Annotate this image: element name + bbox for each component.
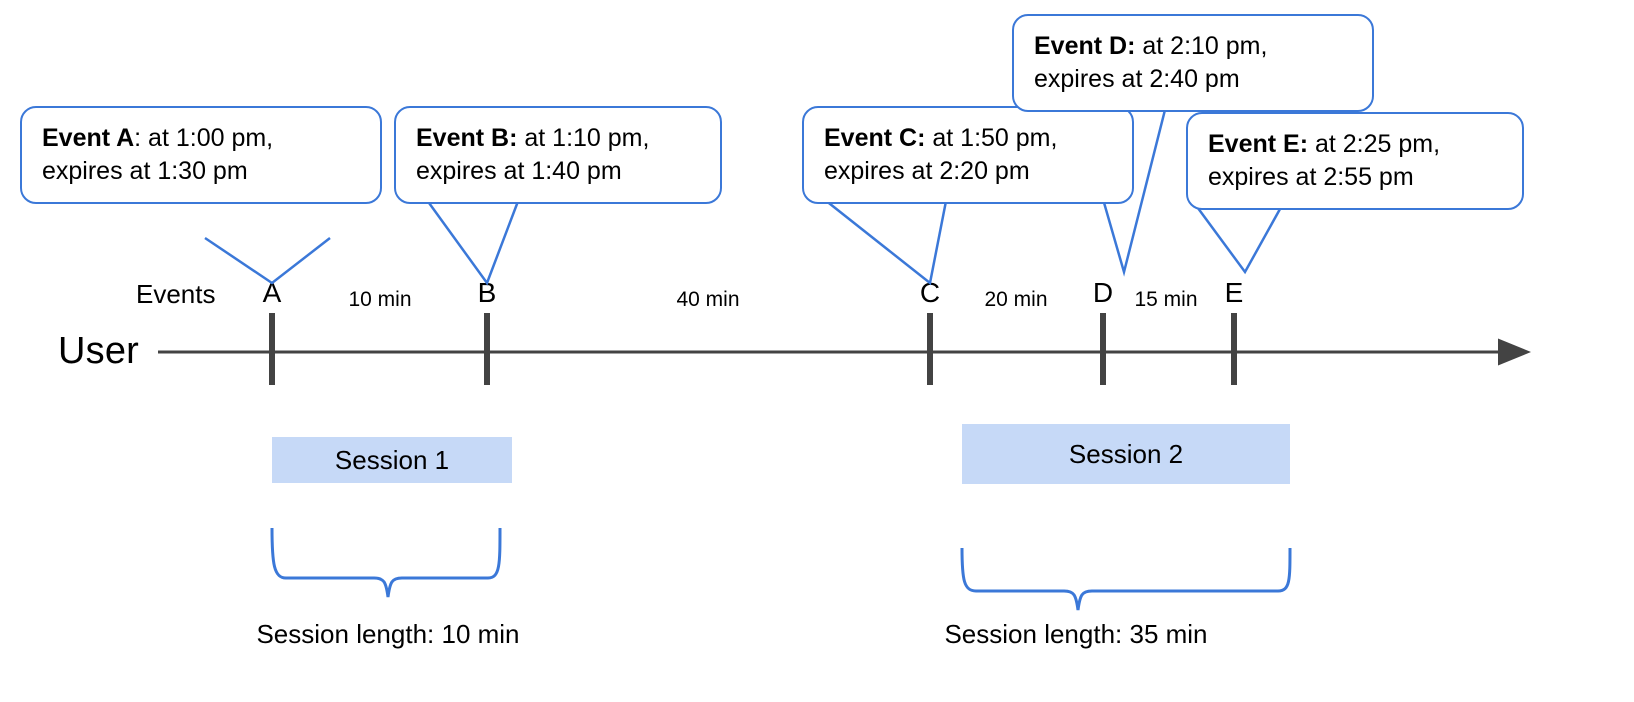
callout-line2-b: expires at 1:40 pm: [416, 157, 622, 185]
callout-line2-e: expires at 2:55 pm: [1208, 163, 1414, 191]
callout-event-c[interactable]: Event C: at 1:50 pm, expires at 2:20 pm: [802, 106, 1134, 204]
session-bar-2[interactable]: Session 2: [962, 424, 1290, 484]
callout-tail-c: [819, 195, 949, 286]
callout-line2-d: expires at 2:40 pm: [1034, 65, 1240, 93]
callout-line2-c: expires at 2:20 pm: [824, 157, 1030, 185]
callout-event-b[interactable]: Event B: at 1:10 pm, expires at 1:40 pm: [394, 106, 722, 204]
callout-label-b: Event B: [416, 124, 510, 152]
session-bar-2-label: Session 2: [1068, 438, 1184, 469]
gap-label-a-b: 10 min: [348, 288, 412, 311]
callout-line1-d: at 2:10 pm,: [1135, 32, 1268, 60]
gap-label-c-d: 20 min: [984, 288, 1048, 311]
callout-line2-a: expires at 1:30 pm: [42, 157, 248, 185]
tick-label-b: B: [477, 277, 497, 308]
session-1-caption: Session length: 10 min: [256, 619, 520, 649]
callout-sep-b: :: [509, 124, 518, 152]
tick-label-e: E: [1224, 277, 1244, 308]
callout-label-e: Event E: [1208, 130, 1300, 158]
callout-event-a[interactable]: Event A: at 1:00 pm, expires at 1:30 pm: [20, 106, 382, 204]
callout-sep-c: :: [917, 124, 926, 152]
tick-label-d: D: [1092, 277, 1114, 308]
axis-row-label-user: User: [58, 330, 140, 372]
tick-label-a: A: [262, 277, 282, 308]
brace-session-2: [960, 547, 1292, 611]
callout-line1-b: at 1:10 pm,: [517, 124, 650, 152]
callout-tail-b: [422, 195, 522, 286]
callout-sep-a: :: [134, 124, 142, 152]
session-2-caption: Session length: 35 min: [944, 619, 1208, 649]
callout-sep-d: :: [1127, 32, 1136, 60]
brace-session-1: [270, 527, 502, 598]
gap-label-d-e: 15 min: [1134, 288, 1198, 311]
session-bar-1-label: Session 1: [334, 444, 450, 475]
callout-sep-e: :: [1299, 130, 1309, 158]
callout-tail-e: [1190, 199, 1287, 275]
callout-label-d: Event D: [1034, 32, 1128, 60]
gap-label-b-c: 40 min: [676, 288, 740, 311]
callout-line1-e: at 2:25 pm,: [1308, 130, 1441, 158]
callout-tail-a: [204, 236, 331, 285]
callout-label-c: Event C: [824, 124, 918, 152]
callout-line1-a: at 1:00 pm,: [141, 124, 274, 152]
tick-label-c: C: [919, 277, 941, 308]
callout-event-e[interactable]: Event E: at 2:25 pm, expires at 2:55 pm: [1186, 112, 1524, 210]
session-bar-1[interactable]: Session 1: [272, 437, 512, 483]
axis-events-label: Events: [136, 279, 216, 309]
callout-line1-c: at 1:50 pm,: [925, 124, 1058, 152]
callout-label-a: Event A: [42, 124, 135, 152]
callout-event-d[interactable]: Event D: at 2:10 pm, expires at 2:40 pm: [1012, 14, 1374, 112]
